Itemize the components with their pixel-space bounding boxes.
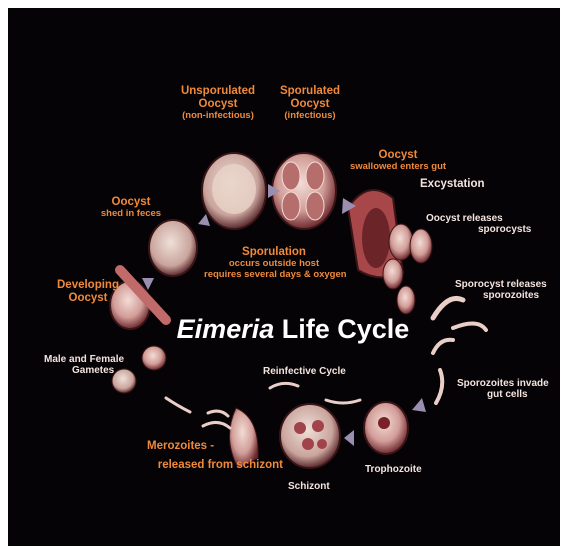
label-reinfective-cycle: Reinfective Cycle	[263, 366, 346, 377]
title-genus: Eimeria	[177, 314, 275, 344]
reinfective-merozoites-illustration	[270, 383, 360, 403]
schizont-illustration	[280, 404, 340, 468]
label-sporocyst-releases: Sporocyst releases sporozoites	[455, 279, 547, 301]
unsporulated-oocyst-illustration	[202, 153, 266, 229]
label-unsporulated: Unsporulated Oocyst (non-infectious)	[168, 85, 268, 121]
sporozoite-invading-illustration	[436, 370, 442, 403]
label-merozoites: Merozoites - released from schizont	[143, 440, 283, 472]
shed-oocyst-illustration	[149, 220, 197, 276]
sporozoites-illustration	[433, 298, 486, 353]
label-trophozoite: Trophozoite	[365, 464, 422, 475]
label-excystation: Excystation	[420, 178, 485, 191]
label-gametes: Male and Female Gametes	[44, 354, 124, 376]
diagram-panel: Eimeria Life Cycle Unsporulated Oocyst (…	[8, 8, 560, 546]
label-oocyst-shed: Oocyst shed in feces	[90, 196, 172, 220]
title-rest: Life Cycle	[282, 314, 410, 344]
trophozoite-illustration	[364, 402, 408, 454]
label-schizont: Schizont	[288, 481, 330, 492]
arrow-to-trophozoite	[412, 398, 426, 412]
diagram-title: Eimeria Life Cycle	[173, 314, 413, 345]
label-developing-oocyst: Developing Oocyst	[52, 279, 124, 305]
label-oocyst-releases: Oocyst releases sporocysts	[426, 213, 531, 235]
sporocysts-illustration	[383, 224, 432, 314]
label-sporulation: Sporulation occurs outside host requires…	[204, 246, 344, 280]
label-oocyst-swallowed: Oocyst swallowed enters gut	[343, 149, 453, 173]
arrow-to-schizont	[344, 430, 354, 446]
arrow-to-unsporulated	[198, 214, 210, 226]
sporulated-oocyst-illustration	[272, 153, 336, 229]
label-sporozoites-invade: Sporozoites invade gut cells	[457, 378, 549, 400]
label-sporulated: Sporulated Oocyst (infectious)	[270, 85, 350, 121]
